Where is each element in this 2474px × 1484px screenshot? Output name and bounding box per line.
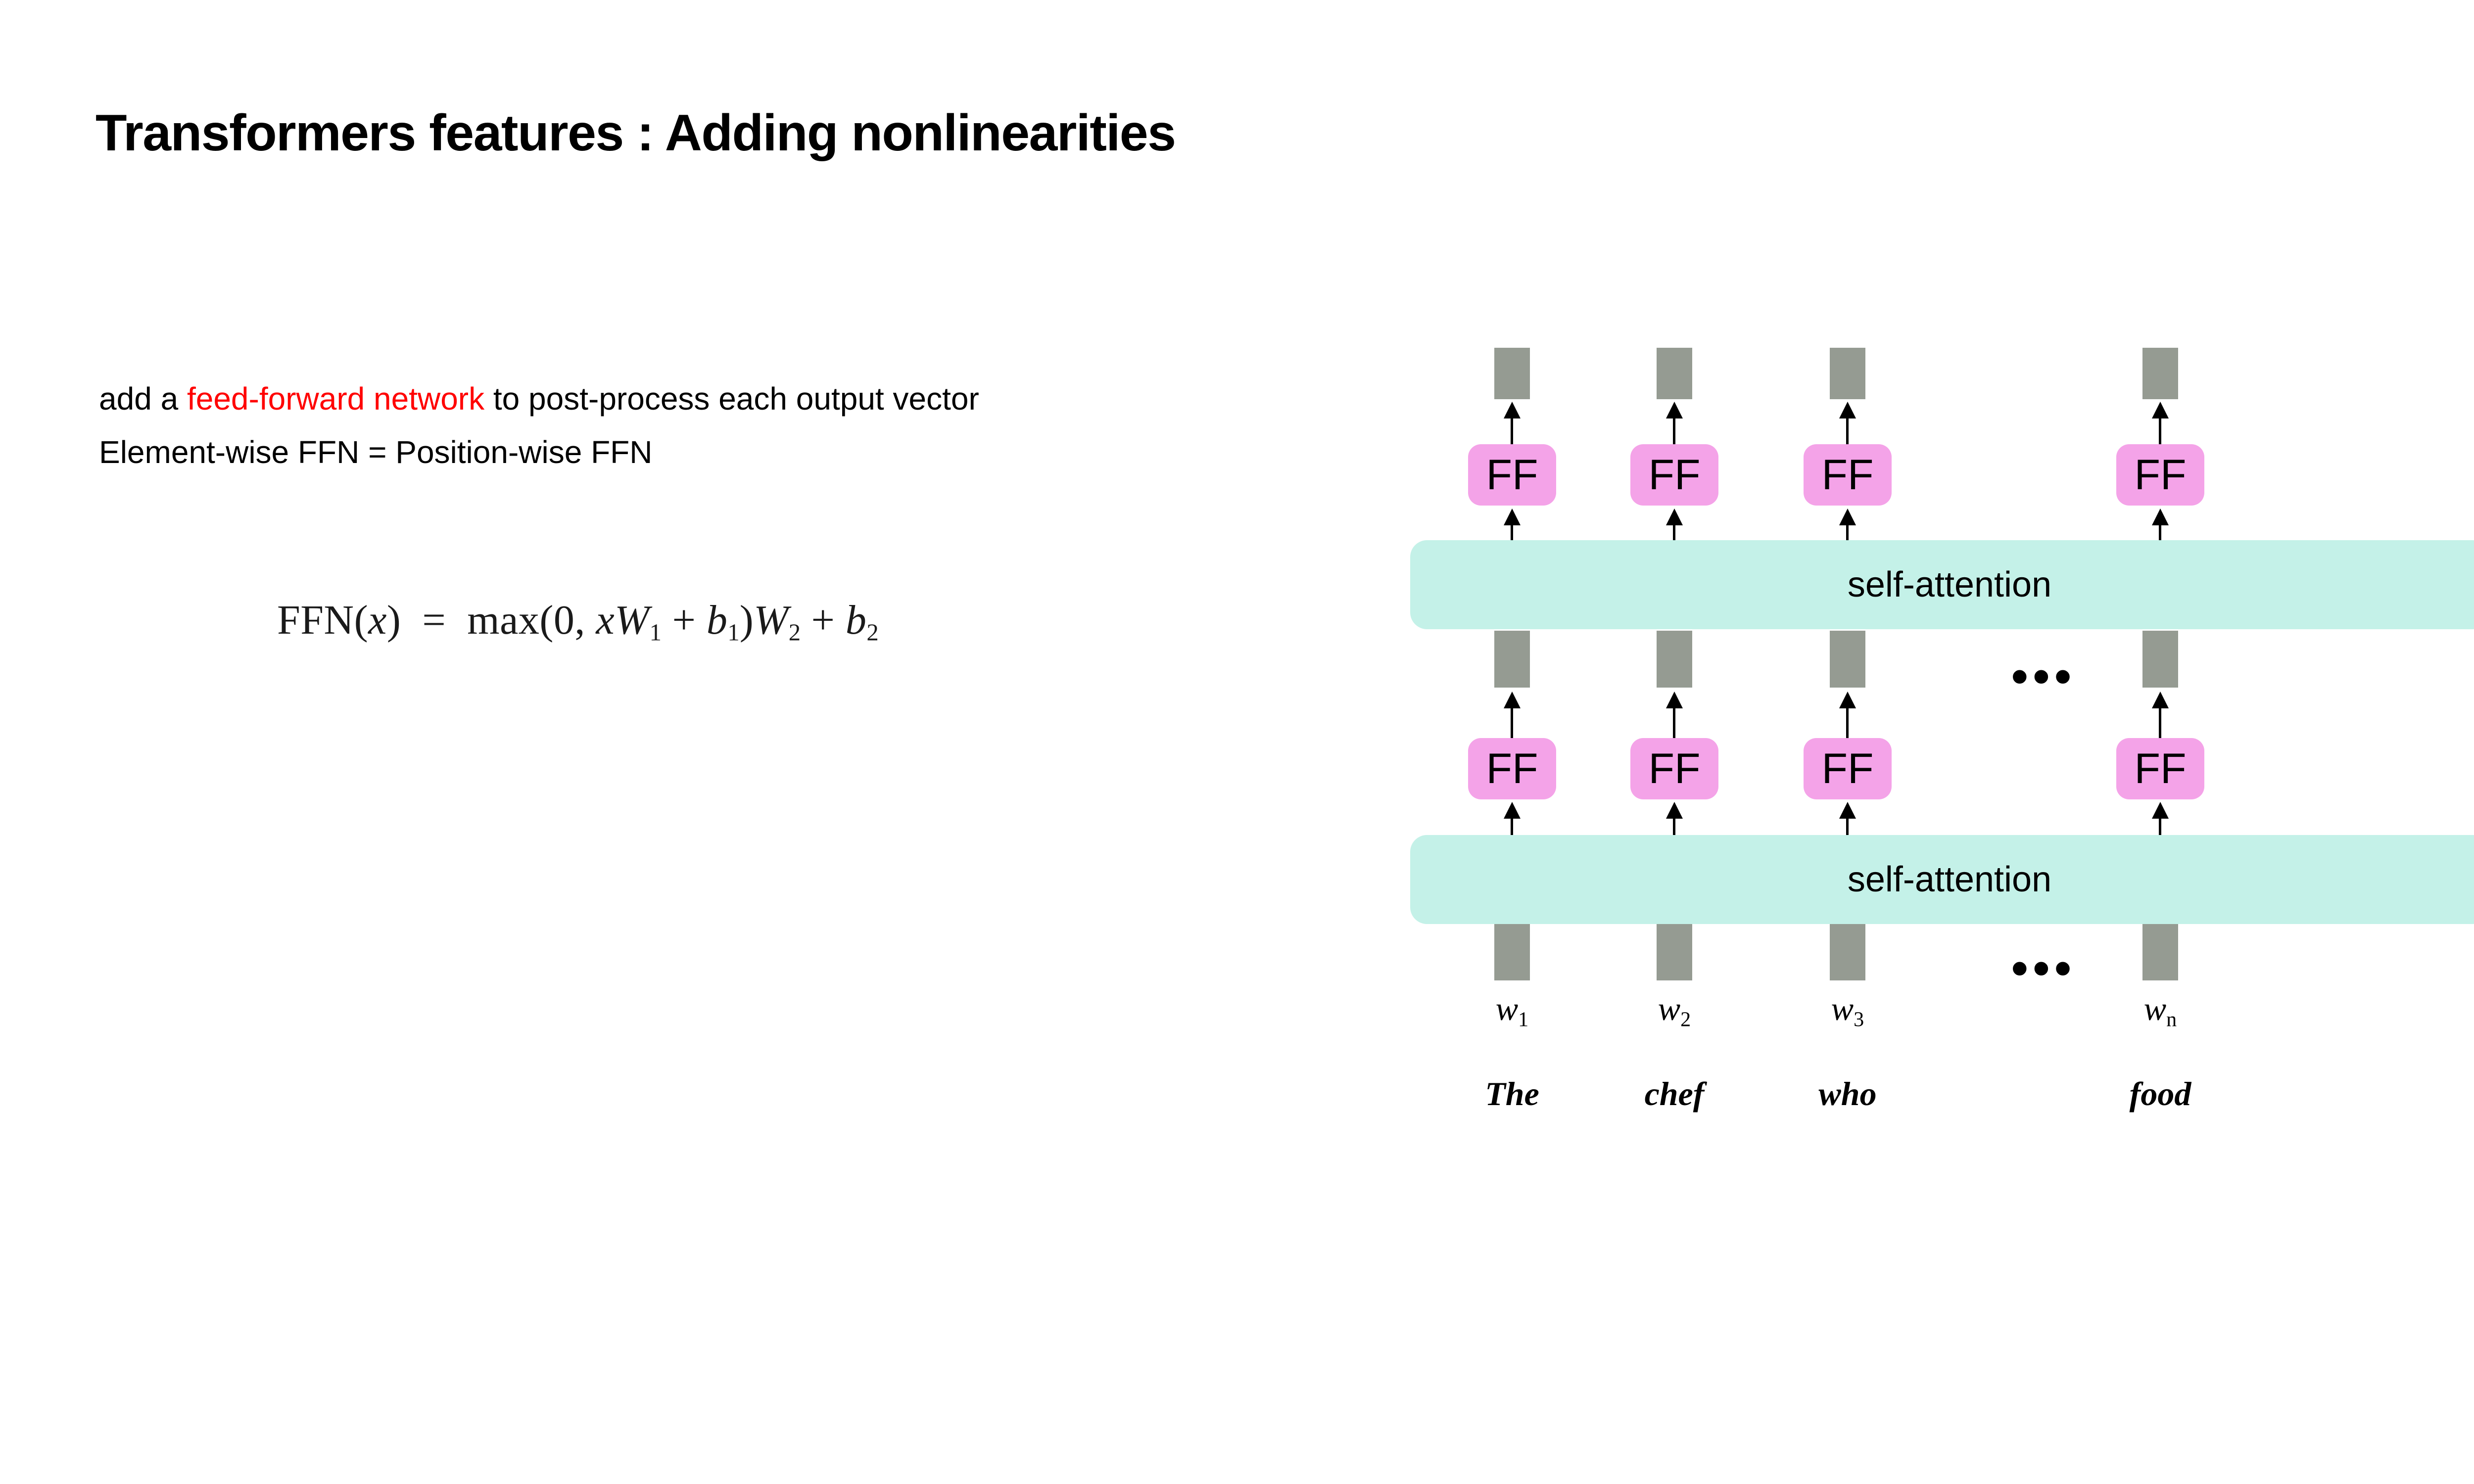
input-vector-box-n xyxy=(2142,924,2178,980)
ff-label: FF xyxy=(1821,451,1874,499)
arrow-head-attn2-ff2-n xyxy=(2152,509,2169,525)
output-vector-box-1 xyxy=(1494,348,1530,399)
ff-box-upper-n[interactable]: FF xyxy=(2116,444,2204,506)
ff-box-lower-3[interactable]: FF xyxy=(1804,738,1892,799)
ff-label: FF xyxy=(2134,451,2187,499)
hidden-vector-box-1 xyxy=(1494,631,1530,688)
arrow-head-attn1-ff1-1 xyxy=(1504,802,1521,819)
input-vector-box-2 xyxy=(1657,924,1692,980)
arrow-head-ff1-hid-1 xyxy=(1504,692,1521,708)
arrow-head-attn1-ff1-n xyxy=(2152,802,2169,819)
token-symbol-sub: 3 xyxy=(1854,1008,1864,1031)
input-vector-box-1 xyxy=(1494,924,1530,980)
arrow-line-ff2-out-2 xyxy=(1673,418,1675,449)
token-symbol-sub: 1 xyxy=(1518,1008,1529,1031)
ellipsis-bottom: ••• xyxy=(2011,942,2076,995)
token-word-2: chef xyxy=(1644,1075,1705,1113)
arrow-head-ff1-hid-3 xyxy=(1839,692,1856,708)
token-symbol-base: w xyxy=(2143,990,2167,1027)
arrow-line-ff1-hid-n xyxy=(2159,707,2161,738)
page-title: Transformers features : Adding nonlinear… xyxy=(95,104,1176,162)
token-symbol-3: w3 xyxy=(1798,989,1897,1032)
arrow-head-ff2-out-3 xyxy=(1839,402,1856,418)
output-vector-box-n xyxy=(2142,348,2178,399)
self-attention-label: self-attention xyxy=(1847,860,2052,899)
arrow-line-ff2-out-n xyxy=(2159,418,2161,449)
feed-forward-network-highlight: feed-forward network xyxy=(187,381,485,417)
body-text-block: add a feed-forward network to post-proce… xyxy=(99,372,1336,479)
ff-label: FF xyxy=(1486,451,1538,499)
ffn-formula: FFN(x) = max(0, xW1 + b1)W2 + b2 xyxy=(277,597,879,646)
arrow-line-ff2-out-1 xyxy=(1511,418,1513,449)
arrow-line-ff1-hid-1 xyxy=(1511,707,1513,738)
token-symbol-sub: 2 xyxy=(1680,1008,1691,1031)
token-symbol-sub: n xyxy=(2166,1008,2177,1031)
ff-label: FF xyxy=(1648,745,1701,792)
body-line-feedforward: add a feed-forward network to post-proce… xyxy=(99,372,1336,425)
ff-label: FF xyxy=(1648,451,1701,499)
token-symbol-base: w xyxy=(1495,990,1519,1027)
ff-box-lower-n[interactable]: FF xyxy=(2116,738,2204,799)
output-vector-box-2 xyxy=(1657,348,1692,399)
arrow-head-attn1-ff1-3 xyxy=(1839,802,1856,819)
arrow-line-attn1-ff1-n xyxy=(2159,818,2161,847)
arrow-head-attn2-ff2-3 xyxy=(1839,509,1856,525)
self-attention-label: self-attention xyxy=(1847,565,2052,604)
arrow-head-ff1-hid-2 xyxy=(1666,692,1683,708)
arrow-head-ff2-out-2 xyxy=(1666,402,1683,418)
arrow-line-attn2-ff2-1 xyxy=(1511,524,1513,554)
token-symbol-2: w2 xyxy=(1625,989,1724,1032)
body-text-before: add a xyxy=(99,381,187,417)
formula-fn-name: FFN xyxy=(277,597,354,643)
arrow-line-attn1-ff1-2 xyxy=(1673,818,1675,847)
ff-box-upper-1[interactable]: FF xyxy=(1468,444,1556,506)
token-symbol-n: wn xyxy=(2111,989,2210,1032)
token-word-n: food xyxy=(2129,1075,2191,1113)
input-vector-box-3 xyxy=(1830,924,1865,980)
arrow-line-attn2-ff2-2 xyxy=(1673,524,1675,554)
ff-box-upper-3[interactable]: FF xyxy=(1804,444,1892,506)
ff-label: FF xyxy=(2134,745,2187,792)
transformer-stack-diagram: FF FF FF FF self-attention ••• FF FF FF xyxy=(1380,326,2474,1197)
arrow-head-ff1-hid-n xyxy=(2152,692,2169,708)
token-symbol-base: w xyxy=(1831,990,1854,1027)
ff-box-lower-1[interactable]: FF xyxy=(1468,738,1556,799)
arrow-head-attn1-ff1-2 xyxy=(1666,802,1683,819)
self-attention-bar-lower[interactable]: self-attention xyxy=(1410,835,2474,924)
arrow-line-attn1-ff1-3 xyxy=(1846,818,1849,847)
arrow-line-ff1-hid-2 xyxy=(1673,707,1675,738)
ff-box-upper-2[interactable]: FF xyxy=(1630,444,1718,506)
self-attention-bar-upper[interactable]: self-attention xyxy=(1410,540,2474,629)
arrow-head-attn2-ff2-1 xyxy=(1504,509,1521,525)
arrow-head-attn2-ff2-2 xyxy=(1666,509,1683,525)
ff-label: FF xyxy=(1821,745,1874,792)
ff-label: FF xyxy=(1486,745,1538,792)
token-symbol-base: w xyxy=(1658,990,1681,1027)
hidden-vector-box-3 xyxy=(1830,631,1865,688)
output-vector-box-3 xyxy=(1830,348,1865,399)
hidden-vector-box-2 xyxy=(1657,631,1692,688)
hidden-vector-box-n xyxy=(2142,631,2178,688)
token-symbol-1: w1 xyxy=(1463,989,1562,1032)
arrow-line-attn2-ff2-3 xyxy=(1846,524,1849,554)
token-word-3: who xyxy=(1818,1075,1877,1113)
body-line-elementwise: Element-wise FFN = Position-wise FFN xyxy=(99,434,653,470)
arrow-line-ff1-hid-3 xyxy=(1846,707,1849,738)
arrow-head-ff2-out-1 xyxy=(1504,402,1521,418)
ff-box-lower-2[interactable]: FF xyxy=(1630,738,1718,799)
ellipsis-middle: ••• xyxy=(2011,650,2076,703)
body-text-after: to post-process each output vector xyxy=(484,381,979,417)
arrow-line-attn2-ff2-n xyxy=(2159,524,2161,554)
arrow-line-attn1-ff1-1 xyxy=(1511,818,1513,847)
arrow-head-ff2-out-n xyxy=(2152,402,2169,418)
arrow-line-ff2-out-3 xyxy=(1846,418,1849,449)
token-word-1: The xyxy=(1485,1075,1539,1113)
